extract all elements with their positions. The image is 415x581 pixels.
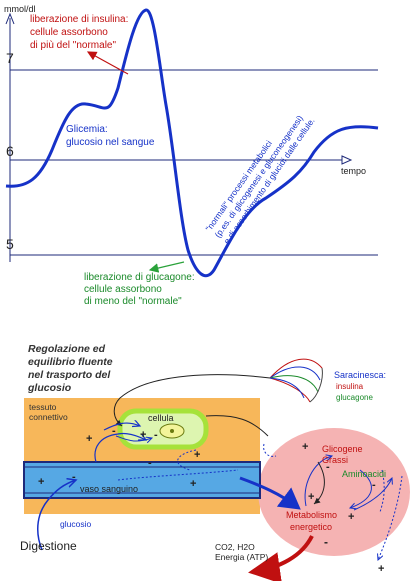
uptake-arrow-3: [115, 435, 152, 441]
insulin-arrow: [86, 51, 129, 75]
liver-flow-1: [304, 456, 332, 507]
valve-insulin-label: insulina: [336, 382, 364, 391]
liver-to-tissue-dashed: [263, 443, 277, 457]
plus-sign: +: [194, 449, 200, 461]
tick-label-6: 6: [6, 143, 14, 159]
output-label-line-1: CO2, H2O: [215, 542, 255, 552]
tissue-label-line-2: connettivo: [29, 412, 68, 422]
digestion-input-arrow: [36, 480, 76, 551]
valve-title: Saracinesca:: [334, 370, 386, 380]
minus-sign: -: [372, 479, 376, 491]
liver-out-dashed: [378, 475, 403, 560]
tick-label-7: 7: [6, 50, 14, 66]
dashed-flow-vessel: [117, 469, 239, 481]
blood-vessel: [23, 461, 261, 499]
plus-sign: +: [378, 563, 384, 575]
valve-icon: [269, 358, 323, 403]
metabolism-label-line-1: Metabolismo: [286, 510, 337, 520]
uptake-arrow-1: [103, 423, 140, 431]
liver-right-dashed: [379, 469, 385, 513]
diagram-title-line-4: glucosio: [27, 382, 72, 394]
vessel-label: vaso sanguino: [80, 484, 138, 494]
glycemia-graph: mmol/dl 7 6 5 tempo liberazione di insul…: [4, 4, 379, 307]
y-axis-unit: mmol/dl: [4, 4, 36, 14]
glucagon-note-line-3: di meno del "normale": [84, 296, 182, 307]
amino-label: Aminoacidi: [342, 469, 386, 479]
valve-to-liver-line: [205, 415, 269, 437]
metabolism-label-line-2: energetico: [290, 522, 332, 532]
cell-label: cellula: [148, 413, 174, 423]
plus-sign: +: [140, 429, 146, 441]
y-axis-arrow: [5, 12, 15, 25]
diagram-title-line-2: equilibrio fluente: [28, 356, 113, 368]
tissue-label-line-1: tessuto: [29, 402, 57, 412]
liver-flow-3: [350, 469, 372, 508]
uptake-arrow-2: [94, 432, 146, 463]
glycemia-curve: [5, 8, 379, 278]
insulin-note-line-2: cellule assorbono: [30, 27, 108, 38]
plus-sign: +: [86, 433, 92, 445]
vessel-to-liver-arrow: [239, 476, 301, 510]
plus-sign: +: [348, 511, 354, 523]
output-label-line-2: Energia (ATP): [215, 552, 268, 562]
metabolism-organ: [258, 428, 410, 556]
minus-sign: -: [72, 471, 76, 483]
liver-flow-2: [313, 461, 325, 505]
digestion-label: Digestione: [20, 539, 77, 553]
dashed-flow-tissue: [177, 449, 197, 471]
diagram-title-line-3: nel trasporto del: [28, 369, 111, 381]
minus-sign: -: [112, 425, 116, 437]
time-axis-label: tempo: [341, 166, 366, 176]
glycogen-label-line-1: Glicogene: [322, 444, 363, 454]
insulin-note-line-1: liberazione di insulina:: [30, 14, 128, 25]
curve-label-line-1: Glicemia:: [66, 124, 108, 135]
minus-sign: -: [154, 429, 158, 441]
valve-to-tissue-line: [113, 374, 271, 427]
plus-sign: +: [38, 476, 44, 488]
cell-nucleolus: [170, 429, 174, 433]
glucagon-note-line-1: liberazione di glucagone:: [84, 272, 195, 283]
liver-flow-4: [353, 478, 392, 511]
glucagon-arrow: [148, 261, 185, 273]
diagram-title-line-1: Regolazione ed: [28, 343, 106, 355]
insulin-note-line-3: di più del "normale": [30, 40, 116, 51]
normal-note-line-2: (p.es. di glicogenesi e gluconeogenesi): [212, 113, 305, 239]
minus-sign: -: [148, 457, 152, 469]
normal-processes-note: "normali" processi metabolici (p.es. di …: [203, 113, 316, 246]
glycogen-label-line-2: Grassi: [322, 455, 348, 465]
glucose-label: glucosio: [60, 519, 91, 529]
time-axis-arrow: [341, 155, 353, 165]
transport-diagram: Regolazione ed equilibrio fluente nel tr…: [20, 343, 410, 581]
minus-sign: -: [316, 493, 320, 505]
sign-markers: + - + - - + + - + + - + - - + - +: [38, 425, 384, 575]
plus-sign: +: [302, 441, 308, 453]
output-arrow: [248, 535, 314, 581]
plus-sign: +: [190, 478, 196, 490]
minus-sign: -: [326, 461, 330, 473]
valve-glucagon-label: glucagone: [336, 393, 373, 402]
minus-sign: -: [324, 535, 328, 549]
tick-label-5: 5: [6, 236, 14, 252]
curve-label-line-2: glucosio nel sangue: [66, 137, 155, 148]
glucagon-note-line-2: cellule assorbono: [84, 284, 162, 295]
plus-sign: +: [308, 491, 314, 503]
